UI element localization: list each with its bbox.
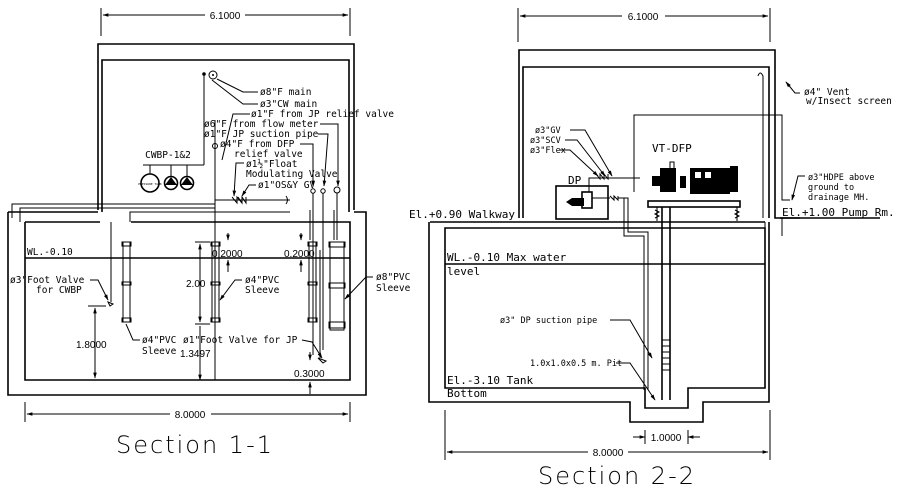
cwbp-pumps: PRESSURE TANK CWBP-1&2 [138, 150, 200, 193]
label-tank-bottom-2: Bottom [447, 387, 487, 400]
dim-sleeve-top-2: 0.2000 [284, 249, 315, 260]
vt-dfp-label: VT-DFP [652, 142, 692, 155]
labels-s2: ø4" Vent w/Insect screen ø3"GV ø3"SCV ø3… [409, 81, 895, 401]
dim-sleeve-height: 2.00 [186, 279, 206, 290]
label-pvc-sleeve-c-1: ø8"PVC [376, 272, 410, 283]
water-level-label: WL.-0.10 [27, 247, 73, 258]
label-f-dfp: ø4"F from DFP [220, 139, 295, 150]
f-main-pipe [208, 70, 218, 80]
section-1-title: Section 1-1 [116, 431, 274, 459]
label-vent-2: w/Insect screen [806, 96, 892, 107]
label-gv: ø3"GV [535, 126, 561, 136]
label-f-main: ø8"F main [260, 87, 311, 98]
label-f-jp-relief: ø1"F from JP relief valve [251, 109, 394, 120]
hdpe-discharge [633, 114, 790, 236]
label-water-level-1: WL.-0.10 Max water [447, 251, 567, 264]
section-2-title: Section 2-2 [538, 462, 696, 490]
tank-dims-s1: 2.00 1.3497 0.2000 0.2000 1.8000 0.3000 [76, 233, 325, 394]
label-pvc-sleeve-a-2: Sleeve [142, 346, 177, 357]
label-jp-suction: ø1"F JP suction pipe [204, 129, 319, 140]
dim-label: 6.1000 [628, 12, 659, 23]
label-foot-valve-cwbp-2: for CWBP [36, 285, 82, 296]
dim-top-width-s1: 6.1000 [100, 8, 351, 36]
label-vent-1: ø4" Vent [804, 87, 850, 98]
label-tank-bottom-1: El.-3.10 Tank [447, 374, 533, 387]
label-hdpe-1: ø3"HDPE above [808, 173, 875, 183]
label-foot-valve-cwbp-1: ø3"Foot Valve [10, 275, 85, 286]
dim-pit-width: 1.0000 [633, 430, 700, 444]
labels-s1: ø8"F main ø3"CW main ø1"F from JP relief… [10, 78, 411, 359]
label-hdpe-2: ground to [808, 183, 854, 193]
dim-jp-foot-clearance: 0.3000 [294, 369, 325, 380]
label-scv: ø3"SCV [530, 136, 561, 146]
dim-label: 1.0000 [651, 433, 682, 444]
dim-label: 8.0000 [593, 448, 624, 459]
sleeves-s1 [106, 222, 346, 364]
dim-label: 6.1000 [210, 11, 241, 22]
label-relief-valve: relief valve [234, 149, 303, 160]
dp-label: DP [568, 174, 582, 187]
label-dp-suction: ø3" DP suction pipe [500, 316, 597, 326]
vent-pipe [757, 72, 764, 218]
dim-foot-valve-height: 1.8000 [76, 340, 107, 351]
label-pit: 1.0x1.0x0.5 m. Pit [530, 359, 622, 369]
label-pump-room-el: El.+1.00 Pump Rm. [782, 206, 895, 219]
pvc-sleeve-8in [329, 241, 345, 331]
label-foot-valve-jp: ø1"Foot Valve for JP [183, 335, 298, 346]
cwbp-label: CWBP-1&2 [145, 150, 191, 161]
section-1-1: 6.1000 WL.-0.10 [7, 8, 411, 459]
label-hdpe-3: drainage MH. [808, 193, 869, 203]
tank-walls-s2 [428, 221, 770, 423]
label-pvc-sleeve-b-2: Sleeve [245, 285, 280, 296]
label-pvc-sleeve-a-1: ø4"PVC [142, 335, 176, 346]
dim-bottom-width-s2: 8.0000 [444, 410, 771, 460]
label-pvc-sleeve-c-2: Sleeve [376, 283, 411, 294]
dim-bottom-width-s1: 8.0000 [24, 402, 351, 422]
label-pvc-sleeve-b-1: ø4"PVC [245, 275, 279, 286]
dim-label: 8.0000 [175, 410, 206, 421]
pump-room-walls-s1 [97, 43, 355, 212]
label-f-flow-meter: ø6"F from flow meter [204, 119, 319, 130]
label-cw-main: ø3"CW main [260, 99, 317, 110]
piping-s1: PRESSURE TANK CWBP-1&2 [11, 70, 341, 380]
dim-jp-sleeve-bottom: 1.3497 [180, 349, 211, 360]
label-float-valve-1: ø1½"Float [246, 159, 297, 170]
label-os-y-gv: ø1"OS&Y GV [258, 180, 315, 191]
label-float-valve-2: Modulating Valve [246, 169, 338, 180]
dim-top-width-s2: 6.1000 [517, 8, 771, 42]
svg-text:PRESSURE TANK: PRESSURE TANK [138, 182, 162, 186]
label-water-level-2: level [447, 265, 480, 278]
label-walkway-el: El.+0.90 Walkway [409, 208, 515, 221]
dim-sleeve-top-1: 0.2000 [212, 249, 243, 260]
tank-walls-s1: WL.-0.10 [7, 211, 367, 396]
vt-dfp-pump: VT-DFP [647, 142, 741, 400]
dp-pump: DP [555, 172, 649, 390]
section-2-2: 6.1000 [409, 8, 895, 490]
os-y-gate-valve [237, 195, 247, 205]
pump-room-walls-s2 [518, 49, 880, 219]
label-flex: ø3"Flex [530, 146, 566, 156]
